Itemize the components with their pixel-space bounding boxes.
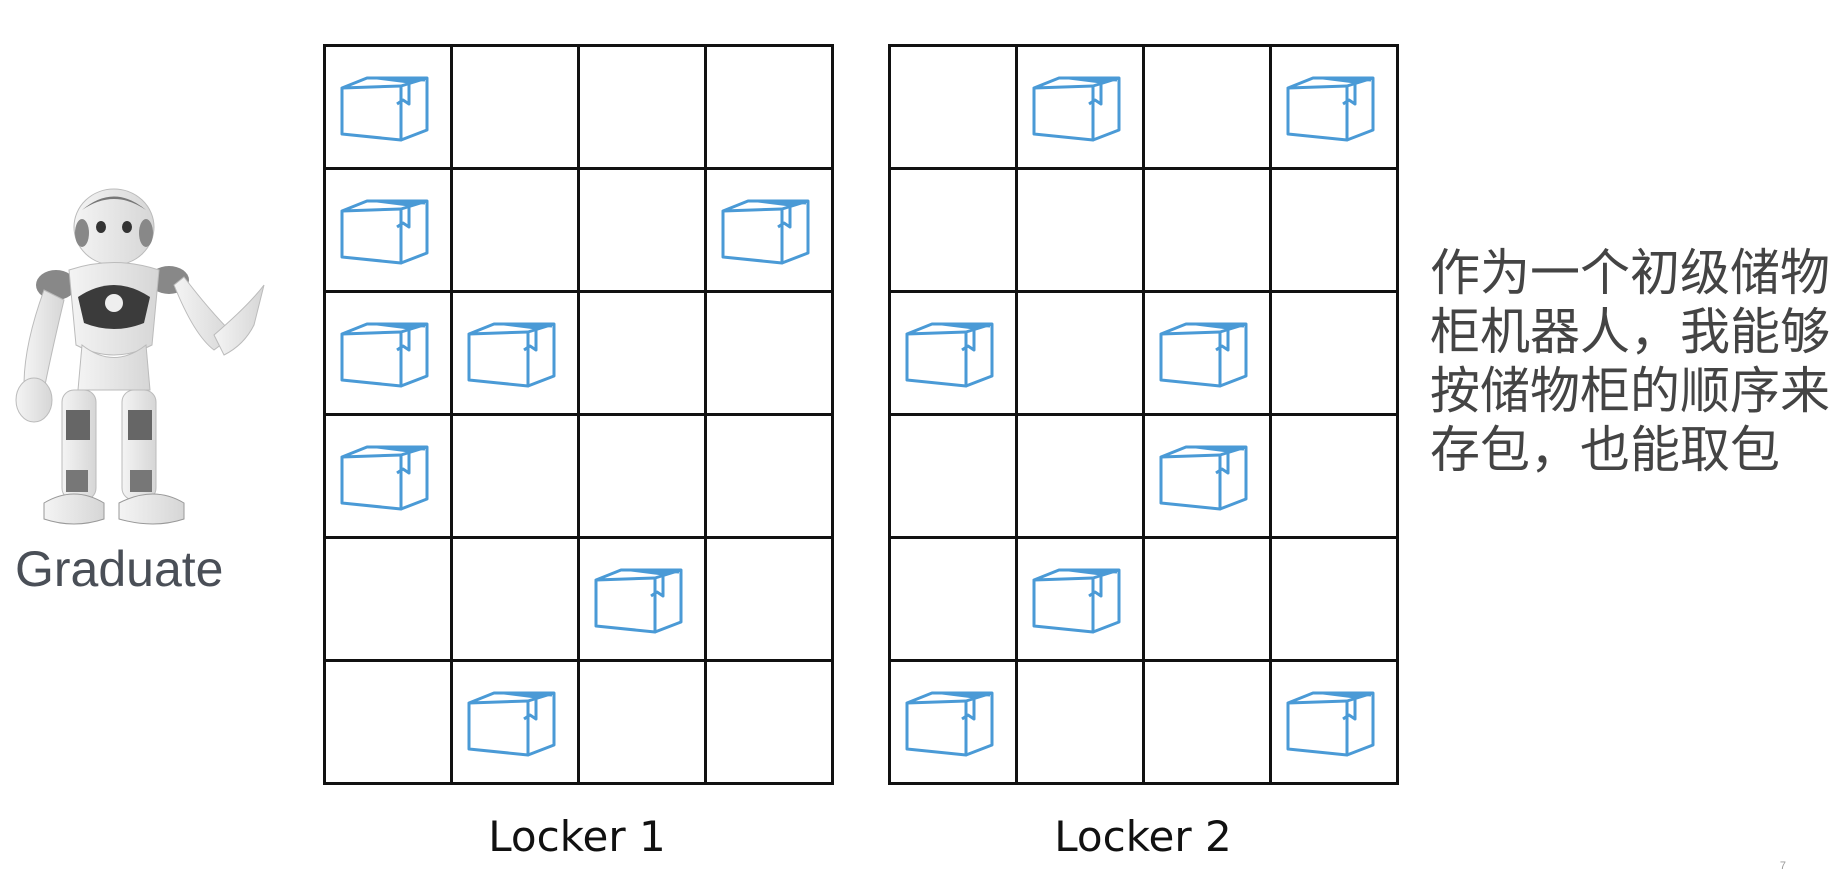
locker-cell-empty (1272, 539, 1399, 662)
locker-cell-occupied (1018, 47, 1145, 170)
locker-cell-empty (1145, 47, 1272, 170)
locker-cell-empty (1018, 293, 1145, 416)
locker-cell-empty (1272, 416, 1399, 539)
package-box-icon (1159, 445, 1248, 511)
locker-cell-occupied (453, 293, 580, 416)
robot-illustration (4, 185, 269, 535)
locker-cell-empty (453, 47, 580, 170)
locker-2-label: Locker 2 (1054, 812, 1232, 861)
locker-cell-occupied (1145, 416, 1272, 539)
locker-cell-empty (707, 293, 834, 416)
package-box-icon (1286, 76, 1375, 142)
package-box-icon (905, 322, 994, 388)
locker-cell-occupied (891, 293, 1018, 416)
locker-cell-empty (891, 539, 1018, 662)
locker-cell-empty (1272, 293, 1399, 416)
locker-cell-empty (453, 416, 580, 539)
locker-cell-occupied (1272, 662, 1399, 785)
locker-1 (323, 44, 834, 785)
locker-grid (888, 44, 1399, 785)
locker-cell-empty (580, 293, 707, 416)
locker-cell-empty (707, 539, 834, 662)
locker-cell-empty (1145, 170, 1272, 293)
robot-label: Graduate (15, 541, 224, 597)
package-box-icon (1286, 691, 1375, 757)
locker-cell-occupied (326, 170, 453, 293)
package-box-icon (721, 199, 810, 265)
locker-cell-empty (453, 539, 580, 662)
locker-cell-empty (707, 416, 834, 539)
locker-cell-empty (707, 47, 834, 170)
package-box-icon (594, 568, 683, 634)
package-box-icon (467, 322, 556, 388)
locker-cell-empty (1272, 170, 1399, 293)
locker-cell-occupied (891, 662, 1018, 785)
package-box-icon (340, 76, 429, 142)
locker-cell-occupied (1272, 47, 1399, 170)
locker-cell-empty (1145, 662, 1272, 785)
package-box-icon (340, 322, 429, 388)
locker-cell-empty (891, 170, 1018, 293)
package-box-icon (340, 445, 429, 511)
locker-cell-empty (580, 170, 707, 293)
package-box-icon (905, 691, 994, 757)
locker-cell-occupied (326, 293, 453, 416)
package-box-icon (467, 691, 556, 757)
locker-grid (323, 44, 834, 785)
locker-2 (888, 44, 1399, 785)
locker-cell-empty (891, 47, 1018, 170)
locker-cell-empty (580, 47, 707, 170)
locker-cell-empty (891, 416, 1018, 539)
locker-cell-empty (1145, 539, 1272, 662)
locker-cell-empty (326, 539, 453, 662)
package-box-icon (1032, 568, 1121, 634)
page-number: 7 (1779, 860, 1786, 872)
locker-cell-empty (1018, 416, 1145, 539)
package-box-icon (1032, 76, 1121, 142)
locker-cell-occupied (707, 170, 834, 293)
locker-cell-empty (1018, 170, 1145, 293)
locker-cell-empty (580, 662, 707, 785)
locker-cell-occupied (326, 47, 453, 170)
locker-cell-empty (1018, 662, 1145, 785)
locker-cell-occupied (453, 662, 580, 785)
package-box-icon (1159, 322, 1248, 388)
robot-icon (15, 188, 265, 525)
package-box-icon (340, 199, 429, 265)
locker-1-label: Locker 1 (488, 812, 666, 861)
locker-cell-empty (326, 662, 453, 785)
locker-cell-occupied (1145, 293, 1272, 416)
locker-cell-empty (707, 662, 834, 785)
locker-cell-occupied (1018, 539, 1145, 662)
locker-cell-empty (580, 416, 707, 539)
locker-cell-occupied (580, 539, 707, 662)
locker-cell-empty (453, 170, 580, 293)
description-text: 作为一个初级储物柜机器人，我能够按储物柜的顺序来存包，也能取包 (1430, 244, 1830, 479)
locker-cell-occupied (326, 416, 453, 539)
